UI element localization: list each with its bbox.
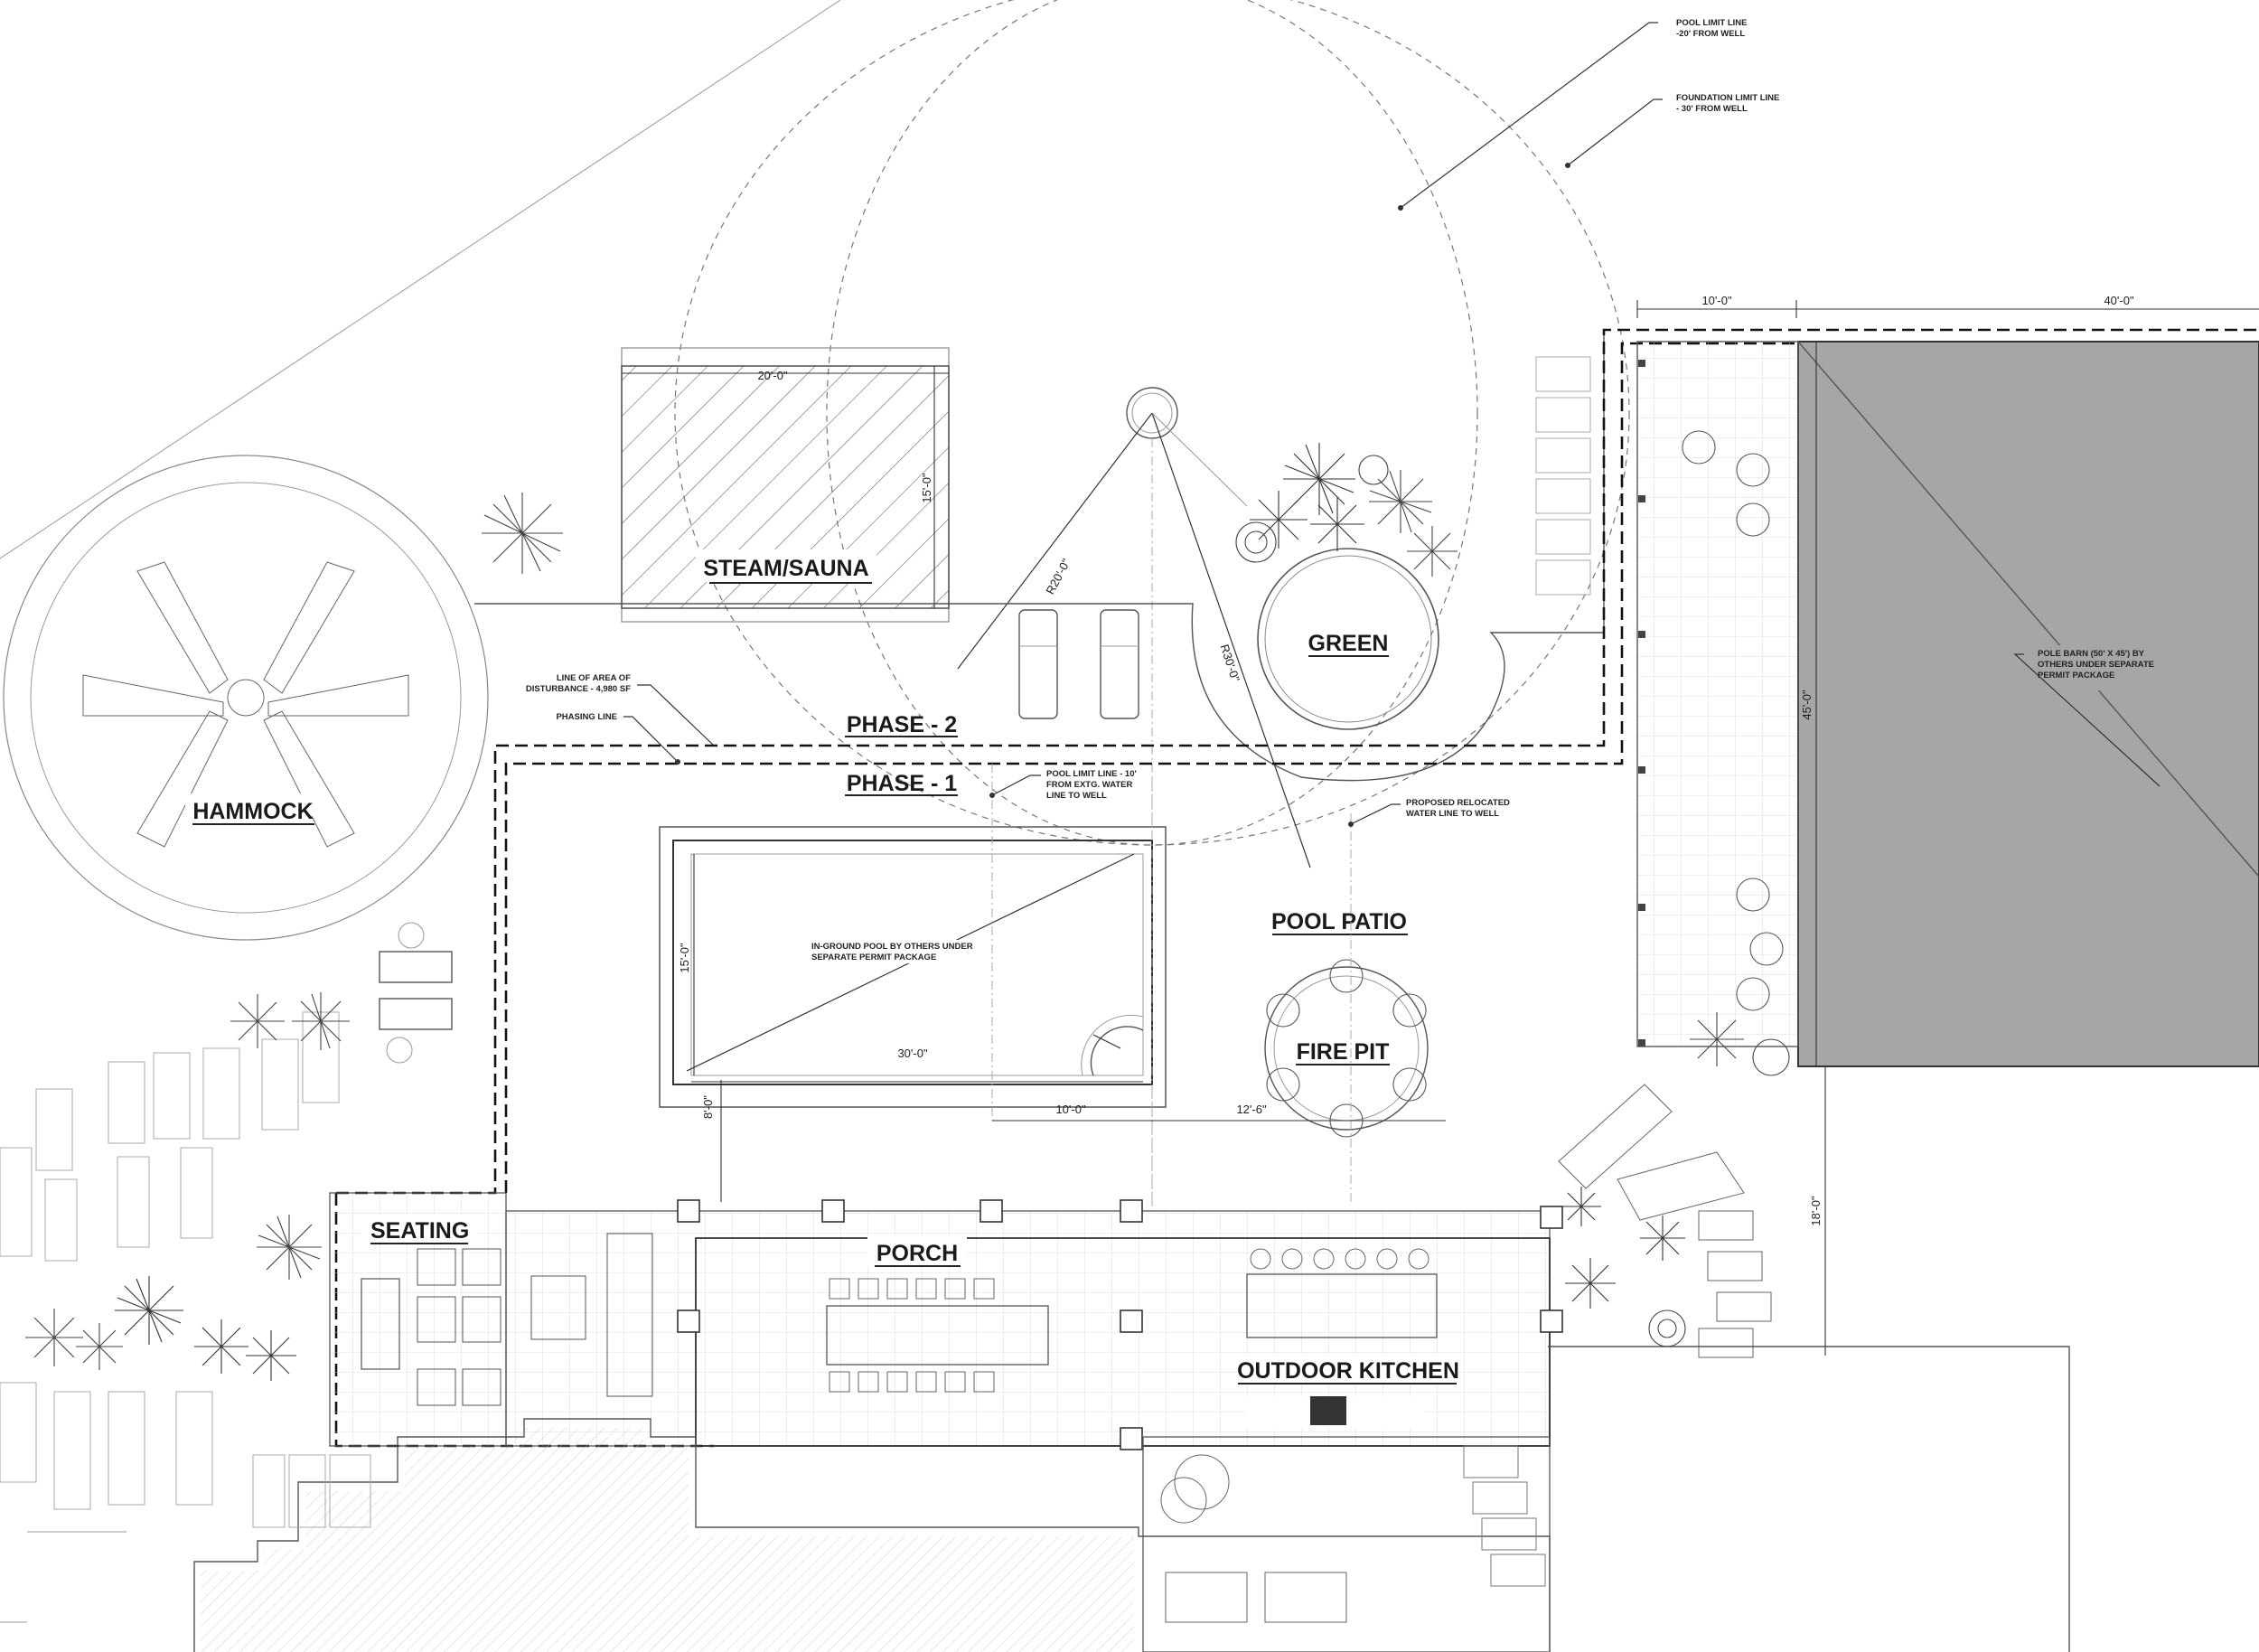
property-boundary xyxy=(0,0,841,1623)
note-inground-pool-line-1: IN-GROUND POOL BY OTHERS UNDER xyxy=(811,942,973,952)
note-pool-limit-10-line-2: FROM EXTG. WATER xyxy=(1046,780,1132,790)
outdoor-kitchen: OUTDOOR KITCHEN xyxy=(1237,1248,1459,1429)
label-steam-sauna: STEAM/SAUNA xyxy=(703,556,868,581)
dim-barn-to-house: 18'-0" xyxy=(1809,1196,1823,1226)
garden-path-outline xyxy=(474,330,1605,782)
note-relocated-water-line-1: PROPOSED RELOCATED xyxy=(1406,798,1510,808)
barn-side-patio xyxy=(1535,341,1799,1047)
loungers-north xyxy=(1018,609,1139,719)
loungers-west xyxy=(379,922,453,1064)
note-foundation-limit-line-2: - 30' FROM WELL xyxy=(1676,104,1748,114)
note-disturbance-line-1: LINE OF AREA OF xyxy=(557,673,631,683)
label-seating: SEATING xyxy=(370,1218,469,1244)
hammock-area: HAMMOCK xyxy=(3,455,489,941)
dim-sauna-depth: 15'-0" xyxy=(920,473,933,503)
note-pool-limit-10-line-1: POOL LIMIT LINE - 10' xyxy=(1046,769,1137,779)
dim-firepit-offset: 12'-6" xyxy=(1236,1103,1267,1116)
note-inground-pool-line-2: SEPARATE PERMIT PACKAGE xyxy=(811,953,936,962)
dim-pool-to-porch: 8'-0" xyxy=(701,1095,715,1119)
seating-area: SEATING xyxy=(329,1192,507,1447)
pole-barn: 10'-0" 40'-0" 45'-0" 18'-0" POLE BARN (5… xyxy=(1636,294,2259,1356)
note-pool-limit-20-line-2: -20' FROM WELL xyxy=(1676,29,1745,39)
note-disturbance-line-2: DISTURBANCE - 4,980 SF xyxy=(526,684,631,694)
label-outdoor-kitchen: OUTDOOR KITCHEN xyxy=(1237,1358,1459,1384)
label-phase-1: PHASE - 1 xyxy=(847,771,957,796)
note-phasing-line: PHASING LINE xyxy=(556,712,617,722)
well-limit-circles xyxy=(674,0,1630,1211)
stepping-stones xyxy=(0,1011,371,1528)
east-steps xyxy=(1548,1084,2070,1652)
label-porch: PORCH xyxy=(876,1241,958,1266)
note-pool-limit-20-line-1: POOL LIMIT LINE xyxy=(1676,18,1747,28)
note-foundation-limit-line-1: FOUNDATION LIMIT LINE xyxy=(1676,93,1779,103)
dim-pool-length: 30'-0" xyxy=(897,1047,928,1060)
label-phase-2: PHASE - 2 xyxy=(847,712,957,737)
dim-sauna-width: 20'-0" xyxy=(757,369,788,382)
note-pole-barn-line-2: OTHERS UNDER SEPARATE xyxy=(2038,660,2154,670)
dim-radius-20: R20'-0" xyxy=(1043,556,1073,596)
planting xyxy=(25,443,1790,1381)
note-relocated-water-line-2: WATER LINE TO WELL xyxy=(1406,809,1499,819)
note-pool-limit-10-line-3: LINE TO WELL xyxy=(1046,791,1107,801)
house-outline xyxy=(193,1418,1551,1652)
note-pole-barn-line-1: POLE BARN (50' X 45') BY xyxy=(2038,649,2145,659)
dim-barn-setback: 10'-0" xyxy=(1701,294,1732,307)
label-green: GREEN xyxy=(1308,631,1389,656)
steam-sauna-structure: 20'-0" 15'-0" STEAM/SAUNA xyxy=(621,347,950,623)
label-hammock: HAMMOCK xyxy=(192,799,313,824)
label-fire-pit: FIRE PIT xyxy=(1297,1039,1390,1065)
inground-pool: 30'-0" 15'-0" xyxy=(659,764,1167,1202)
label-pool-patio: POOL PATIO xyxy=(1271,909,1407,934)
fire-pit: FIRE PIT POOL PATIO xyxy=(1264,813,1429,1202)
dim-pool-width: 15'-0" xyxy=(678,943,691,973)
dim-pool-offset: 10'-0" xyxy=(1055,1103,1086,1116)
annotations: POOL LIMIT LINE -20' FROM WELL FOUNDATIO… xyxy=(526,18,2161,963)
radius-30-line xyxy=(1151,412,1311,868)
dim-barn-depth: 45'-0" xyxy=(1800,690,1814,720)
note-pole-barn-line-3: PERMIT PACKAGE xyxy=(2038,671,2114,681)
putting-green: GREEN xyxy=(1257,548,1439,730)
dim-barn-length: 40'-0" xyxy=(2104,294,2134,307)
radius-20-line xyxy=(957,412,1153,670)
